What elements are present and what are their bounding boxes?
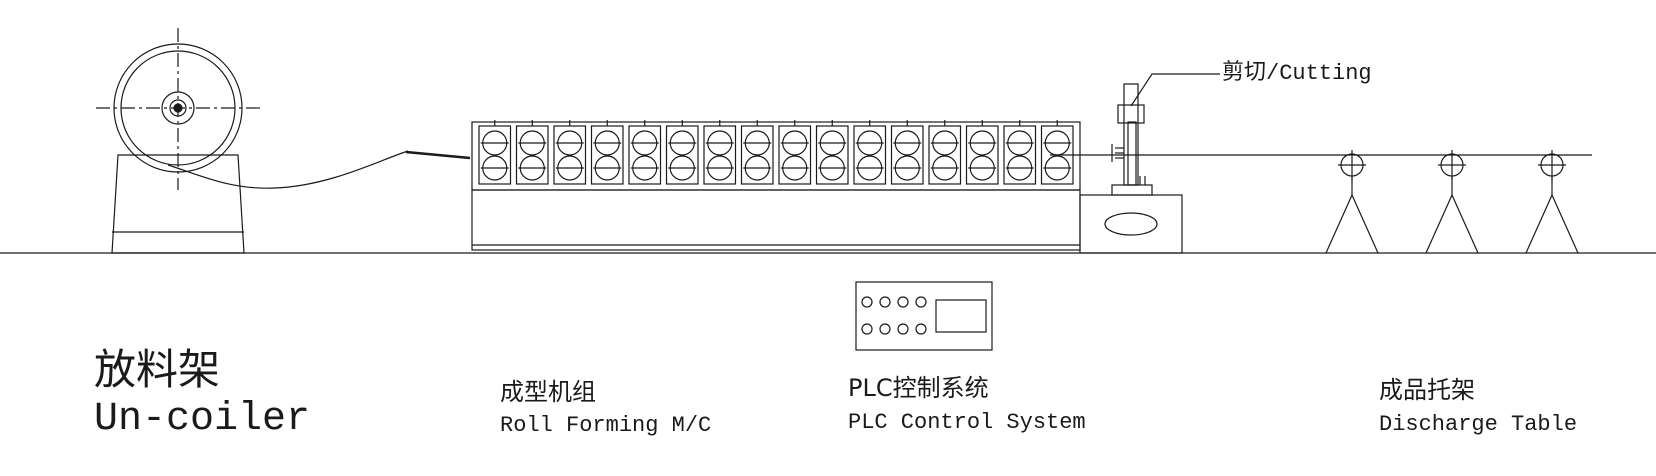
roller-stand <box>815 120 849 185</box>
plc-button <box>897 323 909 335</box>
roller-stand <box>965 120 999 185</box>
roll-forming-label-cn: 成型机组 <box>500 378 596 406</box>
roll-forming-drawing <box>471 120 1081 251</box>
roller-stand <box>890 120 924 185</box>
plc-label-en: PLC Control System <box>848 410 1086 435</box>
uncoiler-drawing <box>96 28 262 254</box>
roller-stand <box>1040 120 1074 185</box>
roller-stand <box>665 120 699 185</box>
plc-button <box>915 296 927 308</box>
roller-stand <box>928 120 962 185</box>
plc-button <box>915 323 927 335</box>
roller-stand <box>703 120 737 185</box>
discharge-support <box>1525 150 1579 254</box>
steel-strip <box>167 150 409 189</box>
plc-panel-drawing <box>855 281 993 351</box>
roller-stand <box>778 120 812 185</box>
roller-stand <box>553 120 587 185</box>
cutting-unit-drawing <box>1079 73 1220 254</box>
plc-button <box>861 296 873 308</box>
roller-stand <box>1003 120 1037 185</box>
plc-label-cn: PLC控制系统 <box>848 374 989 402</box>
discharge-support <box>1325 150 1379 254</box>
roller-stand <box>628 120 662 185</box>
roller-stand <box>740 120 774 185</box>
plc-button <box>879 296 891 308</box>
roller-stand <box>478 120 512 185</box>
roller-stand <box>853 120 887 185</box>
cutting-leader-line <box>1130 73 1220 107</box>
uncoiler-label-en: Un-coiler <box>94 397 311 442</box>
plc-button <box>897 296 909 308</box>
cutting-label: 剪切/Cutting <box>1222 61 1372 86</box>
discharge-label-cn: 成品托架 <box>1379 376 1475 404</box>
discharge-support <box>1425 150 1479 254</box>
plc-button <box>861 323 873 335</box>
roller-stand <box>590 120 624 185</box>
discharge-label-en: Discharge Table <box>1379 412 1578 437</box>
plc-button <box>879 323 891 335</box>
uncoiler-label-cn: 放料架 <box>94 345 221 394</box>
roll-forming-label-en: Roll Forming M/C <box>500 413 712 438</box>
discharge-table-drawing <box>1325 150 1579 254</box>
roller-stand <box>515 120 549 185</box>
entry-guide <box>405 150 471 160</box>
